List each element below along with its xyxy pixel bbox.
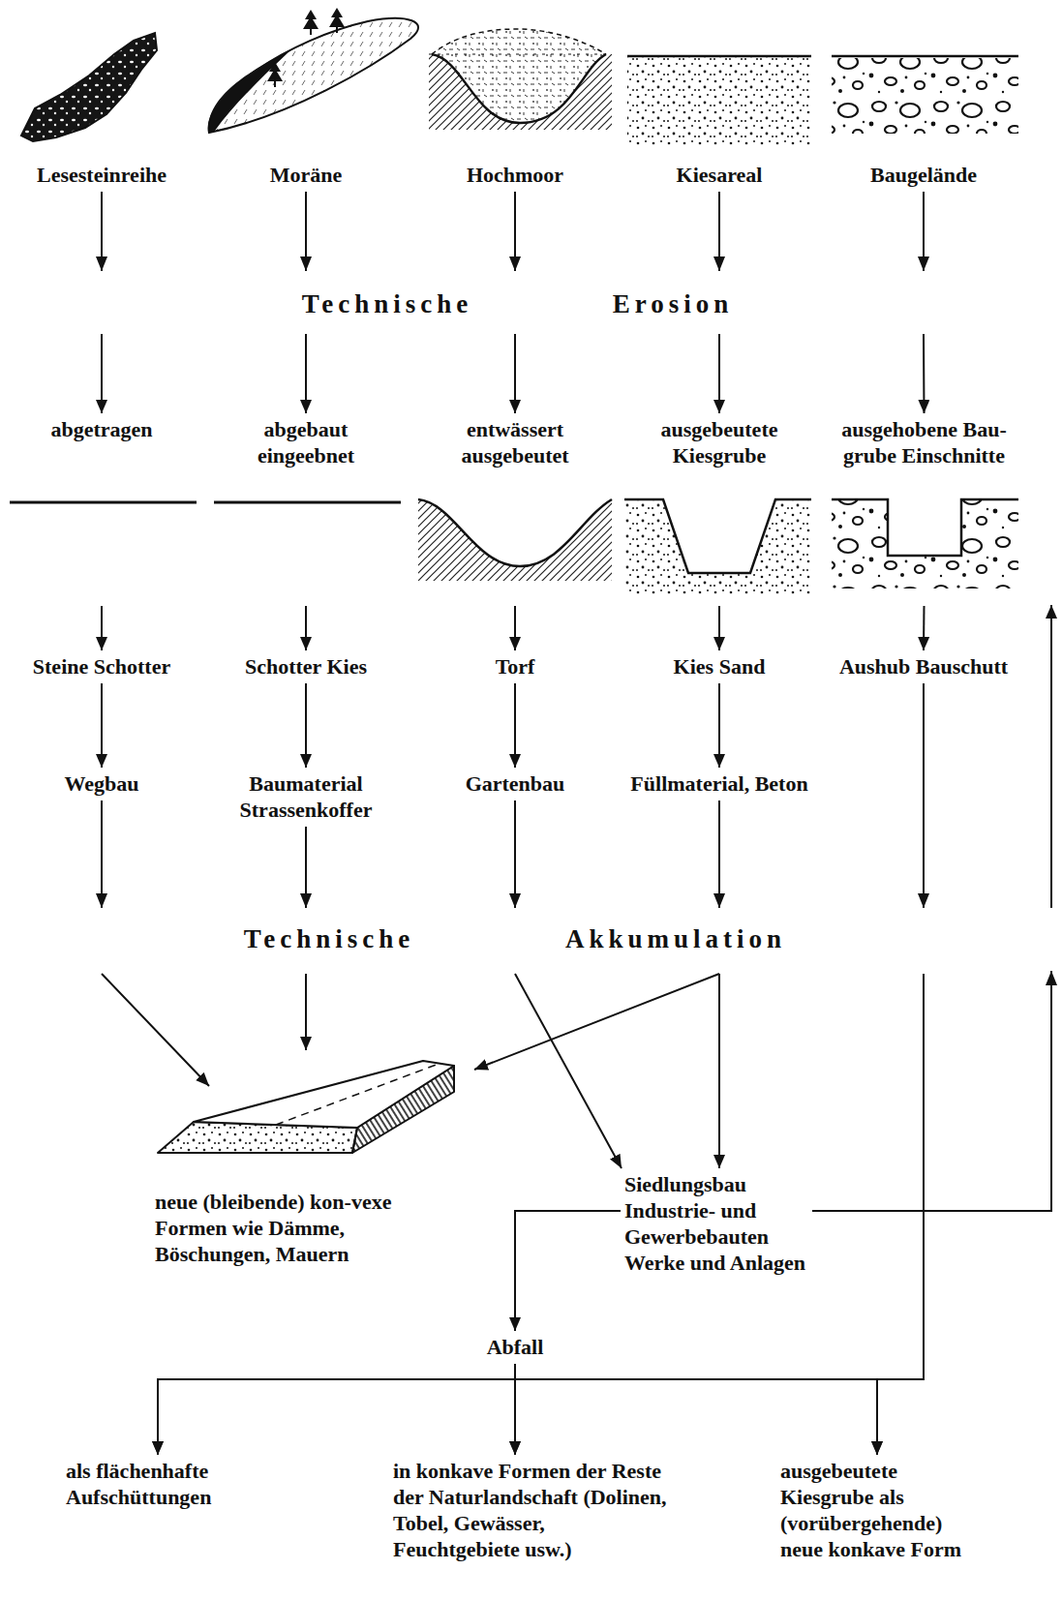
flow-arrow — [718, 683, 721, 768]
node-text: Kiesareal — [622, 161, 817, 188]
text-node: abgebaut eingeebnet — [213, 416, 398, 603]
text-node: ausgebeutete Kiesgrube — [627, 416, 812, 603]
baugelaende-figure — [831, 56, 1019, 134]
node-text: Kies Sand — [627, 653, 812, 680]
text-node: Lesesteinreihe — [4, 27, 199, 188]
node-text: Steine Schotter — [9, 653, 194, 680]
flow-arrow — [100, 606, 103, 651]
flow-arrow — [515, 1211, 621, 1332]
text-node: Baugelände — [826, 27, 1021, 188]
text-node: Moräne — [209, 27, 403, 188]
flow-arrow — [718, 606, 721, 651]
text-node: Baumaterial Strassenkoffer — [213, 770, 398, 823]
text-node: ausgebeutete Kiesgrube als (vorübergehen… — [780, 1457, 989, 1563]
kiesareal-figure — [627, 56, 812, 147]
node-text: abgebaut eingeebnet — [213, 416, 398, 469]
node-text: entwässert ausgebeutet — [423, 416, 607, 469]
text-node: Füllmaterial, Beton — [627, 770, 812, 797]
band-label: Technische — [296, 288, 480, 320]
flow-arrow — [514, 606, 516, 651]
lesestein-figure — [21, 32, 157, 142]
node-text: Torf — [423, 653, 607, 680]
flow-arrow — [100, 683, 103, 768]
flow-arrow — [515, 800, 622, 1169]
node-text: als flächenhafte Aufschüttungen — [65, 1457, 265, 1511]
dam-figure — [157, 1061, 455, 1154]
flow-arrow — [304, 683, 307, 768]
hochmoor-figure — [428, 29, 612, 130]
node-text: Moräne — [209, 161, 403, 188]
band-label: Akkumulation — [559, 923, 792, 955]
text-node: Steine Schotter — [9, 653, 194, 680]
node-text: Abfall — [466, 1334, 564, 1361]
node-text: Schotter Kies — [213, 653, 398, 680]
flow-arrow — [304, 606, 307, 651]
node-text: Baugelände — [826, 161, 1021, 188]
band-arrowheads — [95, 256, 1058, 986]
node-text: Baumaterial Strassenkoffer — [213, 770, 398, 823]
flow-arrow — [514, 683, 516, 768]
flow-arrow — [157, 683, 924, 1456]
band-label: Technische — [238, 923, 422, 955]
flow-arrow — [922, 191, 926, 414]
flow-arrow — [101, 800, 210, 1087]
flow-arrow — [922, 606, 926, 651]
moraene-figure — [208, 7, 419, 133]
text-node: als flächenhafte Aufschüttungen — [65, 1457, 265, 1511]
text-node: Wegbau — [9, 770, 194, 797]
flow-arrow — [157, 1364, 516, 1456]
flow-arrow — [515, 683, 924, 1456]
text-node: neue (bleibende) kon-vexe Formen wie Däm… — [154, 1053, 456, 1268]
flow-arrow — [812, 605, 1052, 1212]
node-text: abgetragen — [9, 416, 194, 443]
flow-arrow — [514, 191, 516, 414]
node-text: neue (bleibende) kon-vexe Formen wie Däm… — [154, 1188, 456, 1268]
profile-figures — [9, 499, 1019, 596]
node-text: Aushub Bauschutt — [831, 653, 1016, 680]
text-node: Schotter Kies — [213, 653, 398, 680]
node-text: in konkave Formen der Reste der Naturlan… — [393, 1457, 669, 1563]
node-text: Hochmoor — [418, 161, 612, 188]
text-node: Kies Sand — [627, 653, 812, 680]
text-node: Hochmoor — [418, 27, 612, 188]
text-node: Kiesareal — [622, 27, 817, 188]
band-label: Erosion — [606, 288, 740, 320]
node-text: ausgehobene Bau-grube Einschnitte — [819, 416, 1029, 469]
flow-arrow — [718, 800, 721, 1169]
flow-arrow — [515, 1364, 878, 1456]
node-text: Gartenbau — [423, 770, 607, 797]
text-node: abgetragen — [9, 416, 194, 603]
text-node: Abfall — [466, 1334, 564, 1361]
flow-arrow — [877, 683, 924, 1456]
text-node: ausgehobene Bau-grube Einschnitte — [819, 416, 1029, 603]
text-node: Torf — [423, 653, 607, 680]
node-text: ausgebeutete Kiesgrube — [627, 416, 812, 469]
node-text: Siedlungsbau Industrie- und Gewerbebaute… — [624, 1171, 809, 1276]
node-text: Lesesteinreihe — [4, 161, 199, 188]
text-node: entwässert ausgebeutet — [423, 416, 607, 603]
node-text: ausgebeutete Kiesgrube als (vorübergehen… — [780, 1457, 989, 1563]
text-node: Aushub Bauschutt — [831, 653, 1016, 680]
text-node: Gartenbau — [423, 770, 607, 797]
node-text: Wegbau — [9, 770, 194, 797]
flow-arrow — [100, 191, 103, 414]
text-node: in konkave Formen der Reste der Naturlan… — [393, 1457, 669, 1563]
text-node: Siedlungsbau Industrie- und Gewerbebaute… — [624, 1171, 809, 1276]
node-text: Füllmaterial, Beton — [627, 770, 812, 797]
